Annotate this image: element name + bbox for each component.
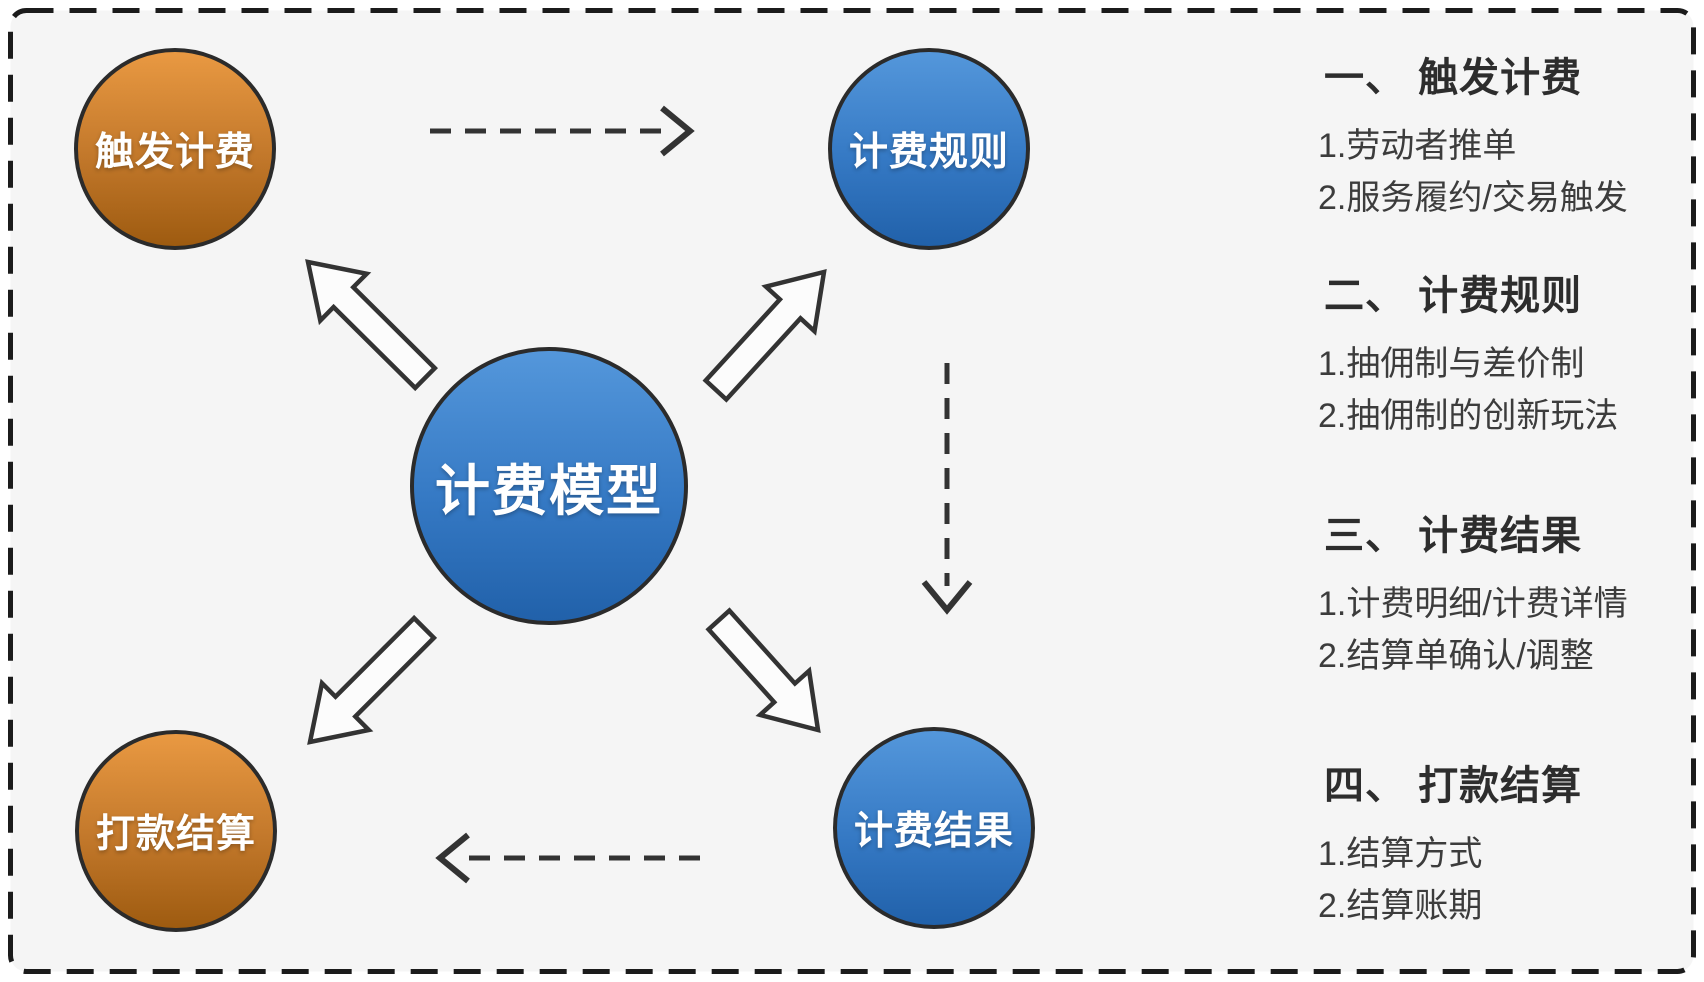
block-arrow-northwest-icon (305, 259, 438, 392)
section-heading: 三、 计费结果 (1324, 514, 1583, 558)
outline-section-trigger-billing: 一、 触发计费 1.劳动者推单 2.服务履约/交易触发 (1318, 52, 1690, 224)
node-billing-rules: 计费规则 (828, 48, 1030, 250)
section-item: 1.结算方式 (1318, 835, 1483, 873)
node-billing-rules-label: 计费规则 (848, 131, 1009, 174)
flow-arrow-right-icon (921, 363, 973, 615)
block-arrow-northeast-icon (702, 268, 827, 403)
node-billing-result: 计费结果 (833, 727, 1035, 929)
dashed-frame-border (8, 8, 1696, 974)
block-arrow-southeast-icon (705, 607, 821, 734)
node-billing-model-label: 计费模型 (434, 460, 663, 522)
section-item: 2.结算账期 (1318, 887, 1483, 925)
section-heading: 二、 计费规则 (1324, 274, 1583, 318)
node-trigger-billing-label: 触发计费 (94, 131, 255, 174)
section-heading: 四、 打款结算 (1324, 764, 1583, 808)
section-item: 1.计费明细/计费详情 (1318, 585, 1628, 623)
outline-column: 一、 触发计费 1.劳动者推单 2.服务履约/交易触发 二、 计费规则 1.抽佣… (1318, 0, 1690, 982)
outline-section-payment-settlement: 四、 打款结算 1.结算方式 2.结算账期 (1318, 760, 1690, 932)
node-trigger-billing: 触发计费 (74, 48, 276, 250)
node-payment-settlement: 打款结算 (75, 730, 277, 932)
flow-arrow-top-icon (430, 105, 695, 157)
outline-section-billing-result: 三、 计费结果 1.计费明细/计费详情 2.结算单确认/调整 (1318, 510, 1690, 682)
node-billing-model-center: 计费模型 (410, 347, 688, 625)
section-item: 2.结算单确认/调整 (1318, 637, 1594, 675)
node-payment-settlement-label: 打款结算 (95, 813, 256, 856)
node-billing-result-label: 计费结果 (853, 810, 1014, 853)
section-item: 1.劳动者推单 (1318, 127, 1517, 165)
section-heading: 一、 触发计费 (1324, 56, 1583, 100)
block-arrow-southwest-icon (307, 614, 438, 745)
flow-arrow-bottom-icon (435, 832, 700, 884)
section-item: 2.服务履约/交易触发 (1318, 179, 1628, 217)
section-item: 2.抽佣制的创新玩法 (1318, 397, 1619, 435)
outline-section-billing-rules: 二、 计费规则 1.抽佣制与差价制 2.抽佣制的创新玩法 (1318, 270, 1690, 442)
section-item: 1.抽佣制与差价制 (1318, 345, 1585, 383)
